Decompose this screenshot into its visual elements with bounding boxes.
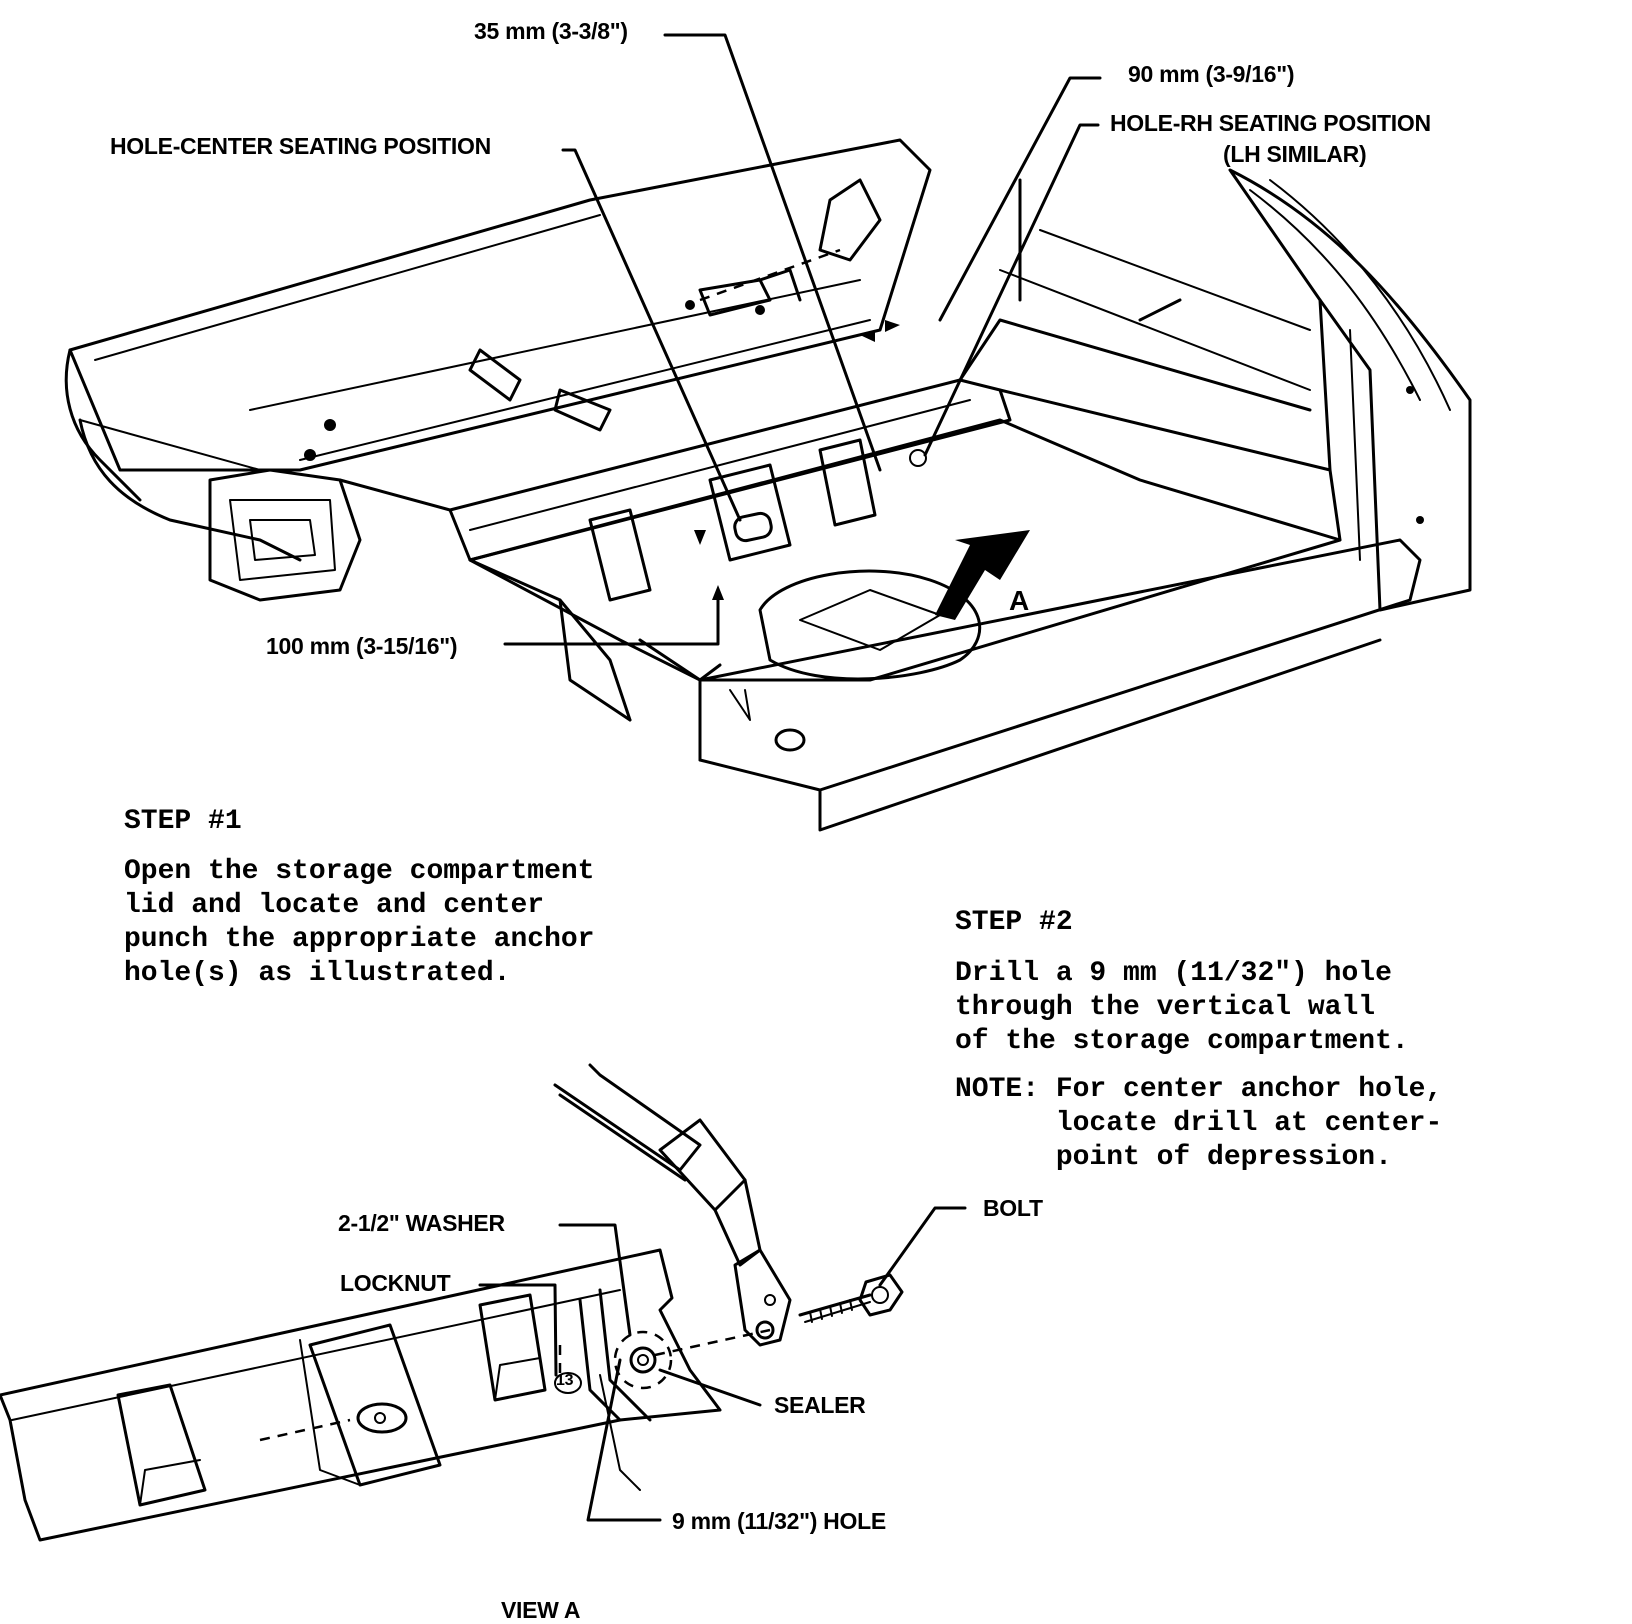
step2-note-line1: NOTE: For center anchor hole, xyxy=(955,1074,1443,1105)
hole-center-label: HOLE-CENTER SEATING POSITION xyxy=(110,133,491,159)
right-pillar xyxy=(1228,168,1472,612)
center-depression xyxy=(308,1323,442,1487)
anchor-plate xyxy=(733,1248,792,1347)
step2-line2: through the vertical wall xyxy=(955,992,1376,1023)
bolt xyxy=(798,1293,872,1317)
leader-hole-center xyxy=(561,148,742,522)
step1-title: STEP #1 xyxy=(124,806,242,837)
anchor-hole xyxy=(629,1346,657,1374)
hole-rh-sublabel: (LH SIMILAR) xyxy=(1223,141,1367,167)
dim-35mm-label: 35 mm (3-3/8") xyxy=(474,18,628,44)
seat-belt-strap xyxy=(553,1063,702,1172)
step1-line1: Open the storage compartment xyxy=(124,856,595,887)
left-side-structure xyxy=(208,468,362,602)
nut-size-label: 13 xyxy=(556,1372,574,1389)
leader-90mm xyxy=(938,76,1102,322)
step1-line2: lid and locate and center xyxy=(124,890,545,921)
dim-90mm-label: 90 mm (3-9/16") xyxy=(1128,61,1295,87)
step2-note-line3: point of depression. xyxy=(955,1142,1392,1173)
leader-100mm xyxy=(503,588,720,646)
leader-washer xyxy=(558,1223,632,1337)
cargo-compartment-illustration xyxy=(64,33,1472,832)
step2-line3: of the storage compartment. xyxy=(955,1026,1409,1057)
compartment-floor xyxy=(468,418,1342,682)
view-a-marker: A xyxy=(1009,585,1029,616)
rear-sill xyxy=(698,538,1422,792)
leader-locknut xyxy=(478,1283,558,1377)
sealer-label: SEALER xyxy=(774,1392,866,1418)
spare-tire-well xyxy=(758,569,982,681)
step1-line4: hole(s) as illustrated. xyxy=(124,958,511,989)
leader-bolt xyxy=(878,1206,967,1287)
leader-sealer xyxy=(658,1368,762,1407)
leader-hole-rh xyxy=(923,123,1100,457)
step2-line1: Drill a 9 mm (11/32") hole xyxy=(955,958,1392,989)
sealer-ring xyxy=(613,1330,673,1390)
washer-label: 2-1/2" WASHER xyxy=(338,1210,505,1236)
bolt-label: BOLT xyxy=(983,1195,1043,1221)
depression-right xyxy=(818,438,877,527)
depression-left xyxy=(588,508,652,602)
view-a-title: VIEW A xyxy=(501,1597,581,1623)
step2-title: STEP #2 xyxy=(955,907,1073,938)
wall-panel xyxy=(0,1248,722,1542)
seatback-panel xyxy=(68,138,932,472)
hole-rh-label: HOLE-RH SEATING POSITION xyxy=(1110,110,1431,136)
depression-center xyxy=(708,463,792,562)
view-a-detail xyxy=(0,1063,967,1542)
step1-line3: punch the appropriate anchor xyxy=(124,924,595,955)
locknut-label: LOCKNUT xyxy=(340,1270,451,1296)
compartment-rear-wall xyxy=(448,378,1012,562)
hole-9mm-label: 9 mm (11/32") HOLE xyxy=(672,1508,886,1534)
dim-100mm-label: 100 mm (3-15/16") xyxy=(266,633,458,659)
leader-9mm-hole xyxy=(586,1358,662,1522)
view-a-arrow xyxy=(935,530,1030,620)
step2-note-line2: locate drill at center- xyxy=(955,1108,1443,1139)
leader-35mm xyxy=(663,33,882,472)
